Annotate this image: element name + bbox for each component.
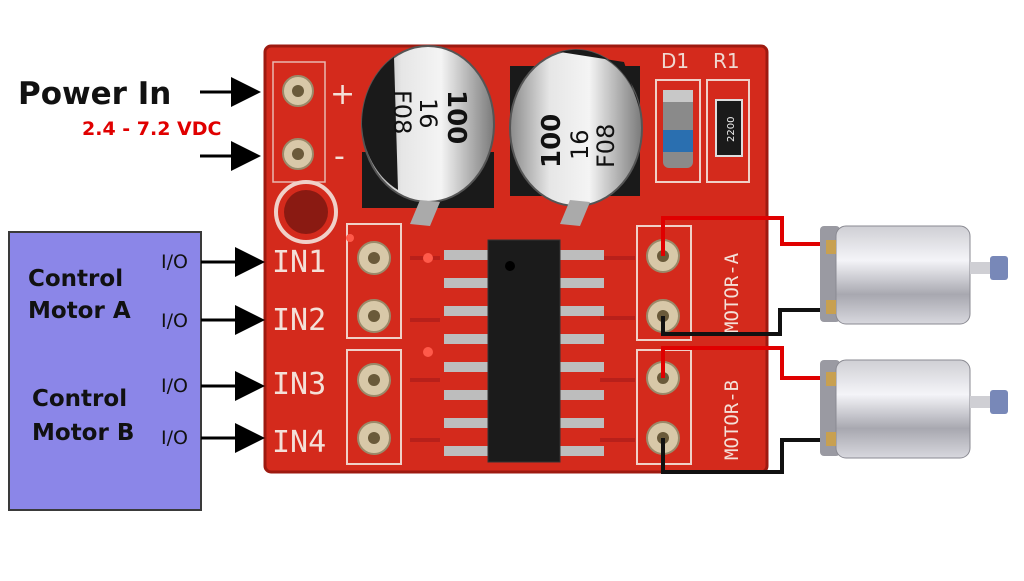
- resistor-r1: [706, 79, 750, 183]
- r1-label: R1: [713, 49, 740, 73]
- cap2-value: 100: [537, 114, 567, 168]
- motor-wires: [661, 216, 822, 474]
- in3-label: IN3: [272, 367, 326, 402]
- io-label-1: I/O: [161, 251, 188, 273]
- controller-box: [8, 231, 202, 511]
- d1-label: D1: [661, 49, 689, 73]
- power-arrows: [200, 77, 261, 171]
- voltage-range: 2.4 - 7.2 VDC: [82, 118, 221, 140]
- power-title: Power In: [18, 76, 171, 112]
- motor-b-label: MOTOR-B: [721, 380, 743, 460]
- io-label-4: I/O: [161, 427, 188, 449]
- control-b-line1: Control: [32, 386, 127, 412]
- in4-label: IN4: [272, 425, 326, 460]
- control-a-line2: Motor A: [28, 298, 131, 324]
- io-label-2: I/O: [161, 310, 188, 332]
- cap2-voltage: 16: [566, 129, 594, 160]
- io-label-3: I/O: [161, 375, 188, 397]
- minus-sign: -: [334, 139, 345, 174]
- in1-label: IN1: [272, 245, 326, 280]
- control-a-line1: Control: [28, 266, 123, 292]
- in2-label: IN2: [272, 303, 326, 338]
- resistor-code: 2200: [726, 117, 737, 142]
- cap1-value: 100: [441, 90, 471, 144]
- driver-ic: [444, 239, 604, 463]
- io-arrows: [201, 247, 265, 453]
- motor-a-icon: [820, 225, 1008, 325]
- cap2-code: F08: [592, 124, 620, 168]
- capacitor-1: [361, 45, 495, 226]
- diode-d1: [655, 79, 701, 183]
- cap1-voltage: 16: [414, 98, 442, 129]
- mounting-hole: [274, 180, 338, 244]
- motor-b-icon: [820, 359, 1008, 459]
- input-pads: [357, 241, 391, 455]
- cap1-code: F08: [388, 90, 416, 134]
- plus-sign: +: [330, 77, 355, 112]
- control-b-line2: Motor B: [32, 420, 134, 446]
- capacitor-2: [509, 49, 643, 226]
- power-pads: [282, 75, 314, 170]
- motor-a-label: MOTOR-A: [721, 252, 743, 333]
